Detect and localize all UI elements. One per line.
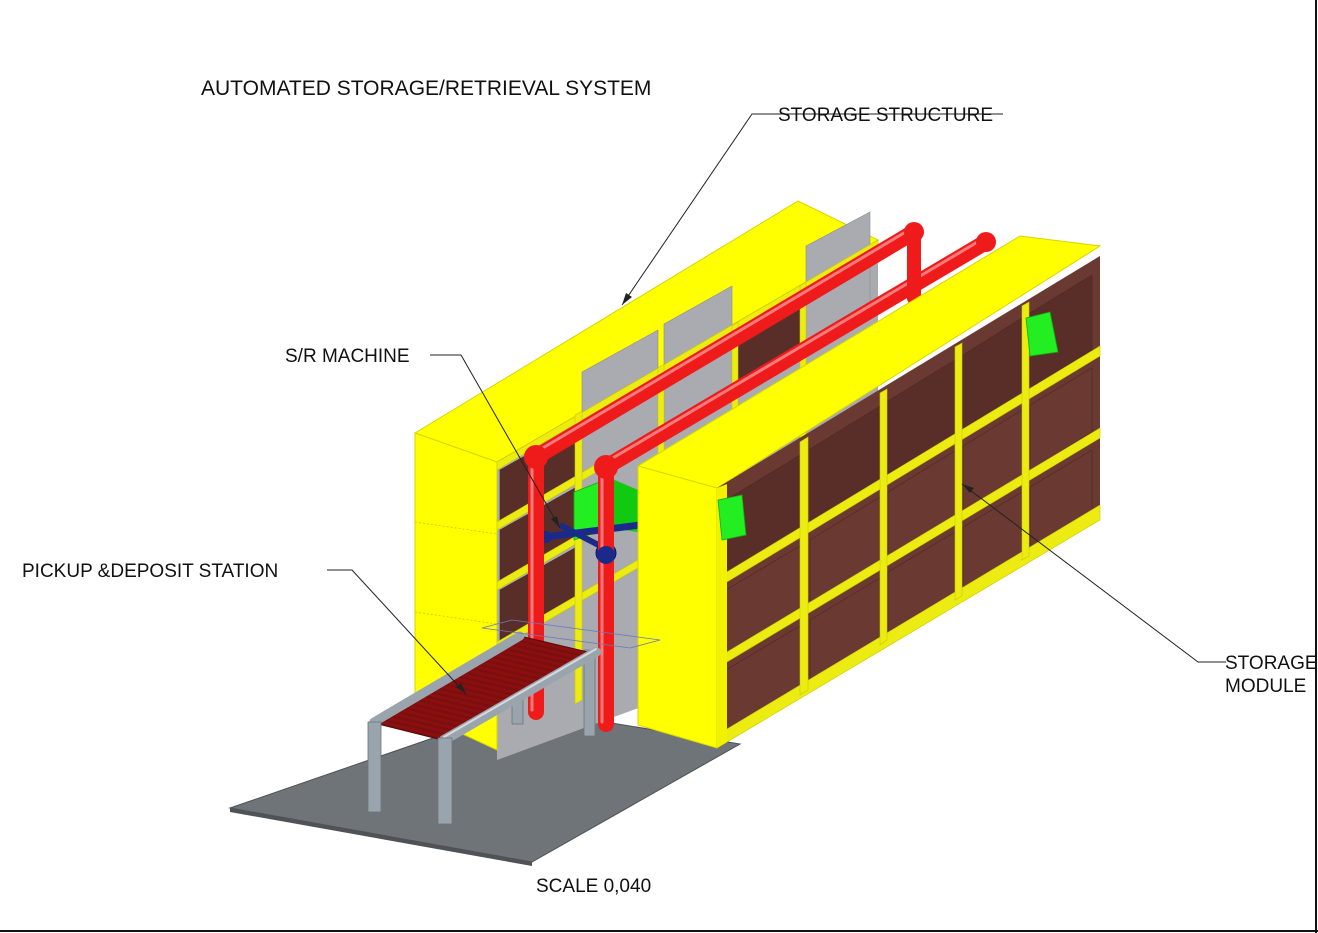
conveyor-roller bbox=[381, 720, 449, 740]
rack-end-seam bbox=[414, 611, 498, 625]
sr-top-rail-left bbox=[528, 224, 922, 465]
conveyor-roller bbox=[420, 696, 490, 716]
front-rack-end-face bbox=[637, 465, 718, 749]
conveyor-roller bbox=[459, 672, 531, 693]
pickup-deposit-station bbox=[367, 619, 661, 825]
conveyor-post bbox=[437, 737, 453, 825]
conveyor-roller bbox=[452, 676, 524, 696]
front-rack bbox=[636, 235, 1102, 749]
station-footprint bbox=[481, 619, 661, 649]
conveyor-roller bbox=[439, 684, 511, 704]
conveyor-rollers bbox=[381, 636, 593, 740]
label-storage-module-line2: MODULE bbox=[1225, 676, 1306, 697]
leader-storage-module bbox=[961, 483, 1226, 663]
floor-slab-edge bbox=[230, 808, 532, 866]
conveyor-roller bbox=[446, 680, 517, 700]
sr-top-rail-right bbox=[598, 234, 994, 475]
conveyor-roller bbox=[517, 636, 593, 657]
drawing-title: AUTOMATED STORAGE/RETRIEVAL SYSTEM bbox=[201, 77, 651, 100]
arrowhead bbox=[551, 516, 560, 528]
conveyor-roller bbox=[407, 704, 476, 724]
rack-end-seam bbox=[414, 521, 498, 535]
conveyor-roller bbox=[478, 660, 552, 681]
front-rack-end-edge bbox=[717, 484, 727, 748]
conveyor-roller bbox=[504, 644, 579, 665]
leader-pickup-deposit bbox=[327, 569, 467, 695]
sr-joint bbox=[594, 455, 618, 479]
sr-carriage-arm bbox=[541, 521, 644, 541]
sr-joint bbox=[904, 222, 924, 242]
conveyor-rail-near bbox=[439, 647, 601, 745]
storage-cell bbox=[1029, 274, 1093, 389]
conveyor-roller bbox=[433, 688, 504, 708]
conveyor-roller bbox=[472, 664, 545, 685]
sr-top-rail-left-highlight bbox=[534, 225, 916, 454]
label-pickup-deposit-station: PICKUP &DEPOSIT STATION bbox=[22, 561, 278, 582]
conveyor-roller bbox=[465, 668, 538, 689]
arrowhead bbox=[456, 683, 466, 694]
front-rack-divider bbox=[954, 342, 963, 601]
sr-joint bbox=[976, 232, 996, 252]
sr-carriage-hub-front bbox=[597, 546, 615, 564]
sr-machine bbox=[524, 222, 996, 732]
conveyor-roller bbox=[511, 640, 586, 661]
arrowhead bbox=[962, 484, 974, 493]
conveyor-rail-far bbox=[369, 631, 525, 727]
conveyor-roller bbox=[498, 648, 572, 669]
front-rack-divider bbox=[879, 388, 888, 646]
leader-storage-structure bbox=[621, 113, 1003, 306]
label-storage-structure: STORAGE STRUCTURE bbox=[778, 105, 993, 126]
storage-module-box-side bbox=[610, 478, 638, 532]
label-storage-module-line1: STORAGE bbox=[1225, 653, 1318, 674]
sr-top-rail-right-highlight bbox=[604, 235, 988, 464]
conveyor-roller bbox=[414, 700, 483, 720]
conveyor-roller bbox=[401, 708, 469, 728]
arrowhead bbox=[622, 293, 632, 305]
conveyor-post bbox=[367, 721, 382, 813]
conveyor-roller bbox=[491, 652, 565, 673]
leader-sr-machine bbox=[430, 354, 561, 529]
conveyor-rail-highlight bbox=[443, 648, 597, 738]
rack-divider bbox=[574, 410, 583, 705]
sr-joint bbox=[524, 445, 548, 469]
conveyor-roller bbox=[388, 716, 456, 736]
front-rack-divider bbox=[1021, 301, 1030, 561]
scale-label: SCALE 0,040 bbox=[536, 876, 651, 897]
storage-module-box bbox=[1025, 311, 1059, 357]
conveyor-roller bbox=[426, 692, 497, 712]
front-rack-divider bbox=[799, 436, 809, 696]
storage-cell bbox=[1029, 367, 1093, 471]
label-sr-machine: S/R MACHINE bbox=[285, 346, 410, 367]
conveyor-roller bbox=[394, 712, 463, 732]
storage-module-box bbox=[717, 494, 747, 541]
floor-slab bbox=[228, 707, 742, 863]
conveyor-roller bbox=[485, 656, 559, 677]
